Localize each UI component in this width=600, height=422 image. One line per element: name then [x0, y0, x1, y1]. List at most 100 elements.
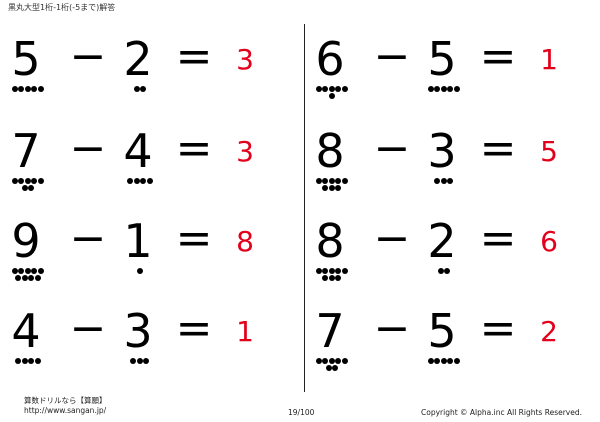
problem-7: 8−2=6 — [308, 212, 598, 298]
minuend-dots — [6, 268, 50, 282]
answer: 5 — [540, 135, 558, 168]
count-dot — [11, 178, 18, 184]
subtrahend-dots — [118, 178, 162, 185]
count-dot — [315, 86, 322, 92]
count-dot — [127, 178, 133, 184]
count-dot — [143, 358, 150, 364]
count-dot — [136, 268, 143, 274]
minuend-digit: 6 — [315, 32, 345, 86]
minuend-dots — [6, 358, 50, 365]
count-dot — [440, 358, 447, 364]
equals-sign: = — [479, 213, 517, 264]
count-dot — [434, 86, 441, 92]
subtrahend: 4 — [118, 126, 158, 184]
minus-sign: − — [373, 31, 411, 82]
minuend-digit: 7 — [315, 304, 345, 358]
count-dot — [322, 178, 329, 184]
subtrahend-digit: 5 — [427, 304, 457, 358]
problem-5: 6−5 = 1 — [308, 30, 598, 116]
minuend-digit: 5 — [11, 32, 41, 86]
count-dot — [37, 178, 44, 184]
count-dot — [34, 358, 41, 364]
count-dot — [322, 268, 329, 274]
count-dot — [335, 178, 342, 184]
subtrahend-dots — [422, 358, 466, 365]
minuend: 5 — [6, 32, 46, 92]
answer: 1 — [540, 43, 558, 76]
count-dot — [335, 275, 342, 281]
count-dot — [140, 86, 146, 92]
count-dot — [437, 268, 444, 274]
count-dot — [24, 268, 31, 274]
count-dot — [34, 275, 41, 281]
subtrahend-digit: 1 — [123, 214, 153, 268]
footer-url[interactable]: http://www.sangan.jp/ — [24, 406, 107, 415]
footer-page-number: 19/100 — [288, 408, 315, 417]
equals-sign: = — [479, 31, 517, 82]
subtrahend: 5 — [422, 34, 462, 92]
count-dot — [322, 275, 329, 281]
count-dot — [31, 178, 38, 184]
count-dot — [146, 178, 153, 184]
count-dot — [328, 178, 335, 184]
subtrahend-digit: 3 — [123, 304, 153, 358]
count-dot — [453, 358, 460, 364]
problem-6: 8−3=5 — [308, 122, 598, 208]
count-dot — [37, 86, 44, 92]
count-dot — [440, 86, 447, 92]
count-dot — [130, 358, 137, 364]
count-dot — [24, 86, 31, 92]
count-dot — [335, 185, 342, 191]
minuend-digit: 8 — [315, 214, 345, 268]
problem-2: 7−4=3 — [4, 122, 294, 208]
minuend-dots — [310, 268, 354, 282]
subtrahend-dots — [422, 268, 466, 275]
minuend-digit: 7 — [11, 124, 41, 178]
equals-sign: = — [175, 213, 213, 264]
count-dot — [341, 86, 348, 92]
subtrahend-dots — [422, 86, 466, 93]
minuend: 4 — [6, 304, 46, 364]
count-dot — [328, 185, 335, 191]
subtrahend: 3 — [422, 126, 462, 184]
count-dot — [447, 178, 454, 184]
count-dot — [21, 358, 28, 364]
header-title: 黒丸大型1桁-1桁(-5まで)解答 — [8, 3, 116, 12]
count-dot — [328, 358, 335, 364]
count-dot — [37, 268, 44, 274]
count-dot — [427, 358, 434, 364]
count-dot — [440, 178, 447, 184]
count-dot — [11, 86, 18, 92]
count-dot — [453, 86, 460, 92]
count-dot — [136, 358, 143, 364]
minuend: 8 — [310, 214, 350, 281]
count-dot — [341, 268, 348, 274]
count-dot — [335, 268, 342, 274]
problem-4: 4−3=1 — [4, 302, 294, 388]
minus-sign: − — [373, 303, 411, 354]
subtrahend: 2 — [118, 34, 158, 92]
count-dot — [315, 178, 322, 184]
count-dot — [325, 365, 332, 371]
count-dot — [332, 365, 338, 371]
count-dot — [447, 358, 454, 364]
count-dot — [15, 275, 21, 281]
problem-3: 9−1=8 — [4, 212, 294, 298]
minuend-dots — [310, 86, 354, 100]
minuend: 8 — [310, 126, 350, 191]
equals-sign: = — [479, 123, 517, 174]
footer-site-name: 算数ドリルなら【算願】 — [24, 396, 107, 405]
minuend: 9 — [6, 216, 46, 281]
count-dot — [21, 275, 28, 281]
footer-left: 算数ドリルなら【算願】 http://www.sangan.jp/ — [24, 396, 107, 416]
subtrahend-dots — [118, 268, 162, 275]
minuend-digit: 4 — [11, 304, 41, 358]
minus-sign: − — [373, 213, 411, 264]
count-dot — [140, 178, 146, 184]
minuend: 7 — [310, 304, 350, 371]
problem-8: 7−5=2 — [308, 302, 598, 388]
answer: 3 — [236, 135, 254, 168]
minuend: 6 — [310, 32, 350, 99]
count-dot — [322, 86, 329, 92]
count-dot — [18, 86, 25, 92]
